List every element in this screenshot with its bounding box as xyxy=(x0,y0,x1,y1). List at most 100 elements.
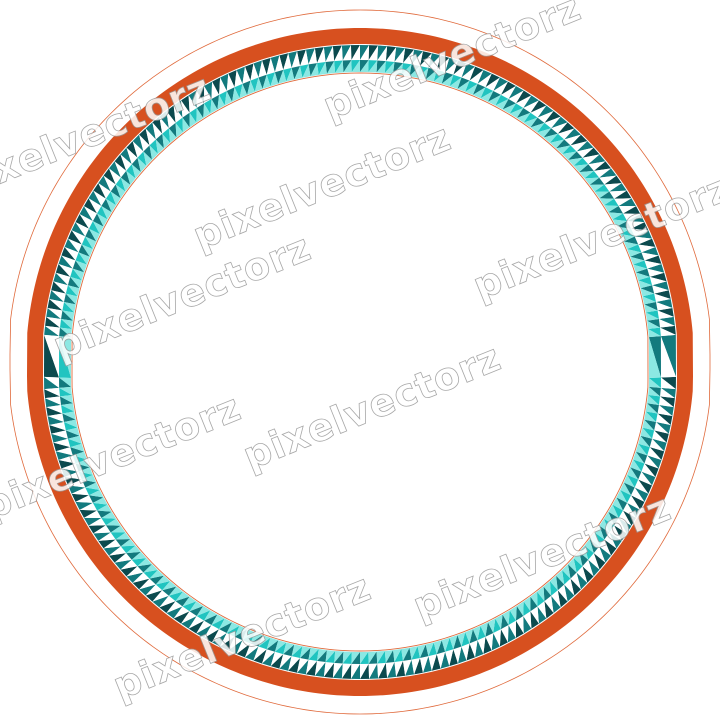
inner-spike xyxy=(584,545,594,560)
outer-spike xyxy=(75,214,89,229)
outer-spike-inverse xyxy=(618,206,637,214)
inner-spike-inverse xyxy=(105,518,121,526)
outer-spike xyxy=(641,471,656,486)
inner-spike xyxy=(417,66,429,78)
inner-spike-inverse xyxy=(523,596,531,612)
outer-spike-inverse xyxy=(108,168,121,185)
inner-spike-inverse xyxy=(59,327,72,338)
inner-spike xyxy=(143,569,158,579)
inner-spike xyxy=(623,482,635,496)
outer-spike xyxy=(515,90,532,104)
inner-spike xyxy=(530,596,538,612)
outer-spike xyxy=(557,122,575,134)
inner-spike xyxy=(537,591,545,607)
outer-spike-inverse xyxy=(61,463,79,472)
outer-spike-inverse xyxy=(436,57,450,73)
inner-spike-inverse xyxy=(648,337,661,378)
inner-spike-inverse xyxy=(242,629,255,641)
inner-spike-inverse xyxy=(647,320,661,329)
outer-spike-inverse xyxy=(658,396,674,408)
outer-spike xyxy=(360,45,370,60)
outer-spike xyxy=(75,501,93,510)
inner-spike xyxy=(594,184,610,192)
outer-spike-inverse xyxy=(500,624,509,643)
inner-spike xyxy=(70,447,85,456)
inner-spike-inverse xyxy=(645,312,659,321)
outer-spike xyxy=(270,654,284,669)
outer-spike xyxy=(108,161,121,178)
inner-spike xyxy=(648,336,661,378)
outer-spike xyxy=(188,90,197,108)
outer-spike xyxy=(657,307,674,317)
outer-spike-inverse xyxy=(166,601,183,614)
outer-spike xyxy=(457,646,467,664)
inner-spike-inverse xyxy=(342,651,352,664)
inner-spike xyxy=(537,122,552,133)
inner-spike-inverse xyxy=(502,103,516,114)
outer-spike-inverse xyxy=(83,206,98,222)
outer-spike-inverse xyxy=(332,662,343,678)
inner-spike xyxy=(300,64,309,78)
outer-spike-inverse xyxy=(44,376,60,388)
outer-spike-inverse xyxy=(622,213,641,222)
outer-spike-inverse xyxy=(644,260,662,269)
outer-spike xyxy=(332,45,342,62)
outer-spike-inverse xyxy=(377,46,388,62)
inner-spike xyxy=(162,128,171,143)
outer-spike xyxy=(537,105,554,118)
outer-spike xyxy=(68,230,82,245)
outer-spike-inverse xyxy=(618,510,632,526)
outer-spike xyxy=(126,141,138,158)
outer-spike xyxy=(108,553,127,563)
outer-spike xyxy=(51,433,68,443)
inner-spike-inverse xyxy=(302,64,311,78)
inner-spike-inverse xyxy=(579,545,589,560)
inner-spike-inverse xyxy=(81,474,97,483)
inner-spike xyxy=(101,198,112,213)
outer-spike-inverse xyxy=(622,502,637,518)
inner-spike xyxy=(567,151,583,160)
outer-spike xyxy=(145,590,163,602)
outer-spike-inverse xyxy=(627,221,645,229)
inner-spike xyxy=(155,581,171,591)
outer-spike xyxy=(323,662,335,678)
inner-spike-inverse xyxy=(59,377,72,387)
inner-spike xyxy=(612,504,623,518)
inner-spike-inverse xyxy=(189,112,197,128)
outer-spike-inverse xyxy=(236,640,251,654)
inner-spike xyxy=(645,411,658,422)
inner-spike-inverse xyxy=(326,61,336,74)
outer-spike xyxy=(570,134,588,146)
outer-spike-inverse xyxy=(93,190,106,207)
outer-spike-inverse xyxy=(46,404,63,414)
inner-spike-inverse xyxy=(645,403,658,414)
inner-spike-inverse xyxy=(115,184,126,199)
inner-spike-inverse xyxy=(217,94,225,110)
outer-spike xyxy=(64,238,79,253)
inner-spike-inverse xyxy=(603,511,615,526)
outer-spike-inverse xyxy=(544,595,554,614)
outer-spike-inverse xyxy=(657,404,673,417)
outer-spike xyxy=(638,238,656,247)
outer-spike-inverse xyxy=(46,316,62,328)
outer-spike xyxy=(64,477,82,486)
inner-spike xyxy=(461,632,470,647)
outer-spike-inverse xyxy=(614,517,627,534)
outer-spike-inverse xyxy=(212,629,227,643)
outer-spike-inverse xyxy=(68,238,82,253)
inner-spike xyxy=(88,495,104,503)
inner-spike xyxy=(411,646,420,660)
outer-spike xyxy=(44,334,59,378)
outer-spike-inverse xyxy=(614,198,632,207)
inner-spike-inverse xyxy=(441,637,450,652)
inner-spike xyxy=(75,463,90,472)
inner-spike-inverse xyxy=(543,581,552,596)
outer-spike-inverse xyxy=(279,654,292,669)
inner-spike xyxy=(242,80,251,95)
outer-spike-inverse xyxy=(485,633,494,651)
outer-spike-inverse xyxy=(660,387,675,399)
outer-spike-inverse xyxy=(220,633,235,647)
outer-spike-inverse xyxy=(477,73,492,88)
inner-spike xyxy=(62,413,76,422)
inner-spike-inverse xyxy=(310,63,319,77)
